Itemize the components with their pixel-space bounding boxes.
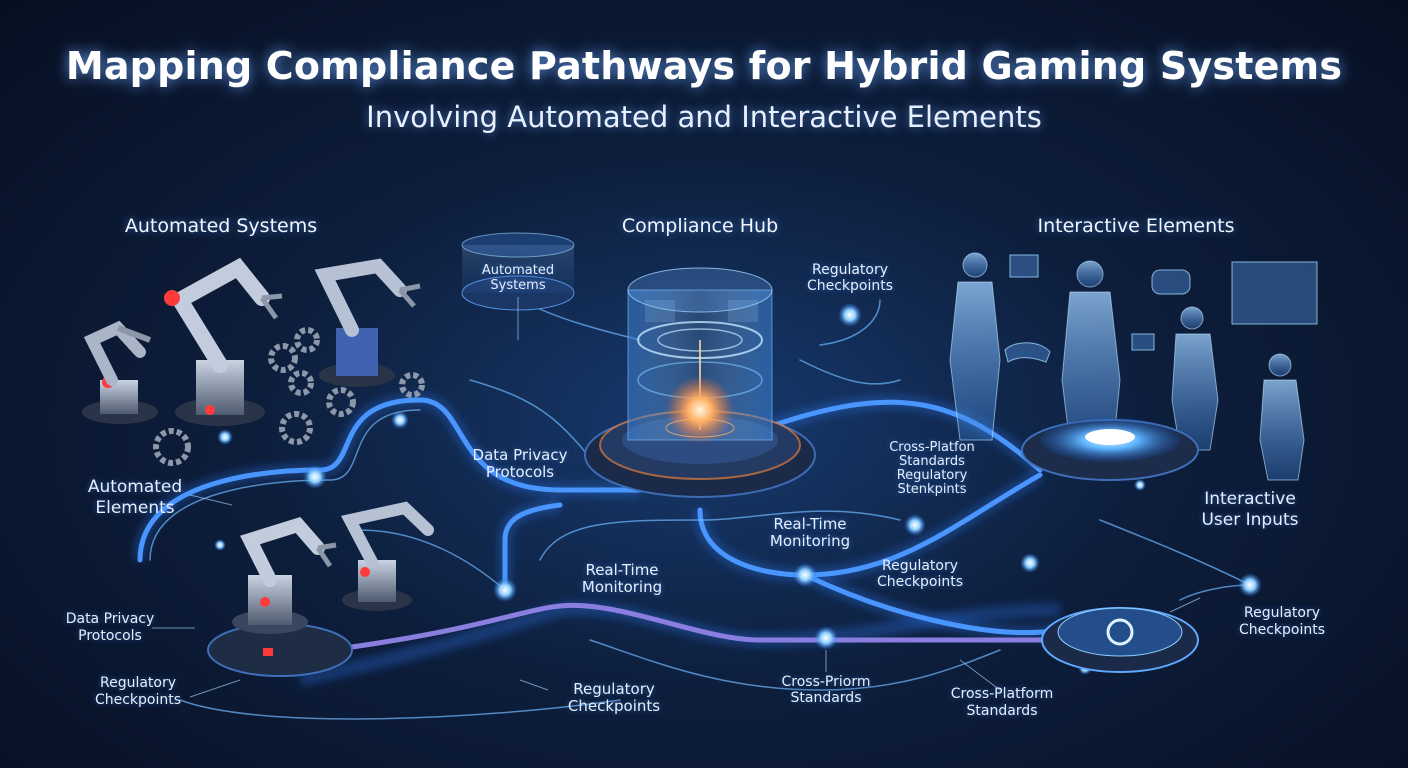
- label-leaders: [152, 297, 1201, 698]
- compliance-hub-core: [584, 267, 816, 498]
- page-subtitle: Involving Automated and Interactive Elem…: [366, 100, 1042, 134]
- user-input-disc: [1041, 607, 1199, 673]
- hub-automated-systems-puck: [461, 232, 575, 311]
- gears-cluster: [153, 327, 425, 466]
- robot-arms-bottom: [207, 501, 434, 677]
- section-interactive-elements: Interactive Elements: [1037, 215, 1235, 237]
- pathway-nodes: [214, 303, 1262, 675]
- holo-screens: [1004, 254, 1318, 363]
- interactive-hub-pad: [1021, 418, 1199, 481]
- section-compliance-hub: Compliance Hub: [621, 215, 779, 237]
- page-title: Mapping Compliance Pathways for Hybrid G…: [65, 44, 1343, 88]
- interactive-figures: [949, 252, 1305, 481]
- section-automated-systems: Automated Systems: [124, 215, 318, 237]
- robot-arms-top: [82, 257, 421, 426]
